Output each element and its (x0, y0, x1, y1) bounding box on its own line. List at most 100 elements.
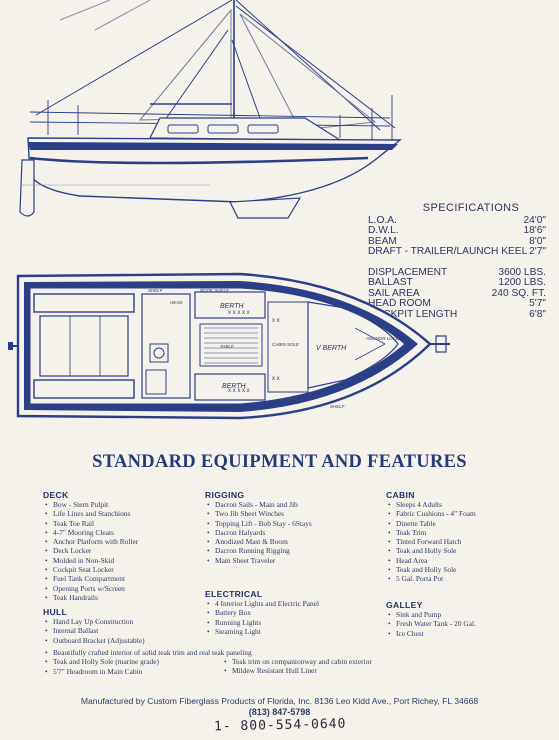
list-item: 4 Interior Lights and Electric Panel (205, 599, 319, 609)
spec-label: D.W.L. (368, 225, 399, 236)
list-item: Teak and Holly Sole (marine grade) (43, 657, 252, 667)
list-item: Dacron Halyards (205, 528, 312, 538)
list-item: Dacron Running Rigging (205, 546, 312, 556)
plan-label-anchor-locker: ANCHOR LOCKER (365, 336, 406, 341)
specifications-block: SPECIFICATIONS L.O.A.24'0" D.W.L. 18'6" B… (368, 203, 546, 320)
list-item: Battery Box (205, 608, 319, 618)
electrical-heading: ELECTRICAL (205, 589, 263, 599)
spec-row: L.O.A.24'0" (368, 214, 546, 227)
list-item: Fabric Cushions - 4" Foam (386, 509, 476, 519)
rigging-list: Dacron Sails - Main and Jib Two Jib Shee… (205, 500, 312, 565)
svg-text:x x x x x: x x x x x (228, 310, 250, 316)
spec-value: 18'6" (523, 225, 546, 236)
list-item: Teak Toe Rail (43, 519, 138, 529)
spec-label: L.O.A. (368, 214, 397, 226)
extra-features-right: Teak trim on companionway and cabin exte… (222, 657, 372, 676)
list-item: Tinted Forward Hatch (386, 537, 476, 547)
list-item: 5 Gal. Porta Pot (386, 574, 476, 584)
list-item: Dacron Sails - Main and Jib (205, 500, 312, 510)
list-item: Dinette Table (386, 519, 476, 529)
list-item: Fresh Water Tank - 20 Gal. (386, 619, 476, 629)
list-item: Hand Lay Up Construction (43, 617, 145, 627)
spec-value: 240 SQ. FT. (491, 287, 546, 299)
spec-row: D.W.L. 18'6" (368, 225, 546, 237)
equipment-title: STANDARD EQUIPMENT AND FEATURES (92, 452, 467, 472)
plan-label-shelf-top: SHELF (148, 288, 163, 293)
plan-label-v-berth: V BERTH (316, 345, 347, 352)
cabin-list: Sleeps 4 Adults Fabric Cushions - 4" Foa… (386, 500, 476, 584)
rigging-section: RIGGING Dacron Sails - Main and Jib Two … (205, 490, 312, 565)
spec-label: HEAD ROOM (368, 298, 431, 309)
list-item: Sink and Pump (386, 610, 476, 620)
list-item: Life Lines and Stanchions (43, 509, 138, 519)
list-item: Teak and Holly Sole (386, 546, 476, 556)
list-item: Opening Ports w/Screen (43, 584, 138, 594)
plan-label-shelf-bottom: SHELF (330, 404, 345, 409)
list-item: Anodized Mast & Boom (205, 537, 312, 547)
electrical-section: ELECTRICAL 4 Interior Lights and Electri… (205, 589, 319, 636)
rigging-heading: RIGGING (205, 490, 245, 500)
list-item: Sleeps 4 Adults (386, 500, 476, 510)
spec-label: DISPLACEMENT (368, 266, 448, 278)
list-item: Teak Trim (386, 528, 476, 538)
list-item: Two Jib Sheet Winches (205, 509, 312, 519)
list-item: Main Sheet Traveler (205, 556, 312, 566)
deck-section: DECK Bow - Stern Pulpit Life Lines and S… (43, 490, 138, 603)
extra-features-left: Beautifully crafted interior of solid te… (43, 648, 252, 676)
hull-list: Hand Lay Up Construction Internal Ballas… (43, 617, 145, 645)
extra-left-list: Beautifully crafted interior of solid te… (43, 648, 252, 676)
plan-label-book-shelf-top: BOOK SHELF (200, 288, 229, 293)
galley-heading: GALLEY (386, 600, 423, 610)
galley-list: Sink and Pump Fresh Water Tank - 20 Gal.… (386, 610, 476, 638)
manufacturer-line: Manufactured by Custom Fiberglass Produc… (80, 696, 479, 706)
plan-label-berth-bottom: BERTH (222, 383, 247, 390)
deck-list: Bow - Stern Pulpit Life Lines and Stanch… (43, 500, 138, 603)
hull-heading: HULL (43, 607, 68, 617)
list-item: Bow - Stern Pulpit (43, 500, 138, 510)
svg-text:x x x x x: x x x x x (228, 388, 250, 394)
plan-label-table: TABLE (220, 344, 235, 349)
list-item: Outboard Bracket (Adjustable) (43, 636, 145, 646)
spec-value: 3600 LBS. (498, 266, 546, 278)
spec-value: 2'7" (529, 246, 546, 257)
spec-value: 6'8" (529, 308, 546, 320)
list-item: Running Lights (205, 618, 319, 628)
list-item: Mildew Resistant Hull Liner (222, 666, 372, 676)
list-item: Fuel Tank Compartment (43, 574, 138, 584)
galley-section: GALLEY Sink and Pump Fresh Water Tank - … (386, 600, 476, 638)
spec-row: HEAD ROOM 5'7" (368, 298, 546, 310)
spec-label: BALLAST (368, 277, 413, 288)
list-item: Teak and Holly Sole (386, 565, 476, 575)
plan-label-head: HEAD (170, 300, 183, 305)
list-item: Beautifully crafted interior of solid te… (43, 648, 252, 658)
list-item: Head Area (386, 556, 476, 566)
svg-text:x x: x x (272, 318, 280, 324)
electrical-list: 4 Interior Lights and Electric Panel Bat… (205, 599, 319, 636)
phone-number: (813) 847-5798 (248, 707, 311, 717)
boat-plan-drawing: x x x x x x x x x x x x x x BERTH BERTH … (8, 272, 450, 420)
handwritten-phone: 1- 800-554-0640 (213, 716, 347, 735)
plan-label-book-shelf-bottom: BOOK SHELF (200, 406, 229, 411)
list-item: Molded in Non-Skid (43, 556, 138, 566)
list-item: Internal Ballast (43, 626, 145, 636)
list-item: Topping Lift - Bob Stay - 6Stays (205, 519, 312, 529)
list-item: Cockpit Seat Locker (43, 565, 138, 575)
plan-label-berth-top: BERTH (220, 303, 245, 310)
list-item: Teak Handrails (43, 593, 138, 603)
spec-row: COCKPIT LENGTH 6'8" (368, 308, 546, 321)
spec-value: 5'7" (529, 298, 546, 309)
spec-label: COCKPIT LENGTH (368, 308, 458, 320)
svg-text:x x: x x (272, 376, 280, 382)
cabin-heading: CABIN (386, 490, 415, 500)
list-item: Ice Chest (386, 629, 476, 639)
spec-label: SAIL AREA (368, 287, 420, 299)
spec-row: SAIL AREA 240 SQ. FT. (368, 287, 546, 300)
cabin-section: CABIN Sleeps 4 Adults Fabric Cushions - … (386, 490, 476, 584)
spec-row: DISPLACEMENT 3600 LBS. (368, 266, 546, 279)
list-item: Teak trim on companionway and cabin exte… (222, 657, 372, 667)
extra-right-list: Teak trim on companionway and cabin exte… (222, 657, 372, 676)
specifications-title: SPECIFICATIONS (422, 202, 520, 214)
